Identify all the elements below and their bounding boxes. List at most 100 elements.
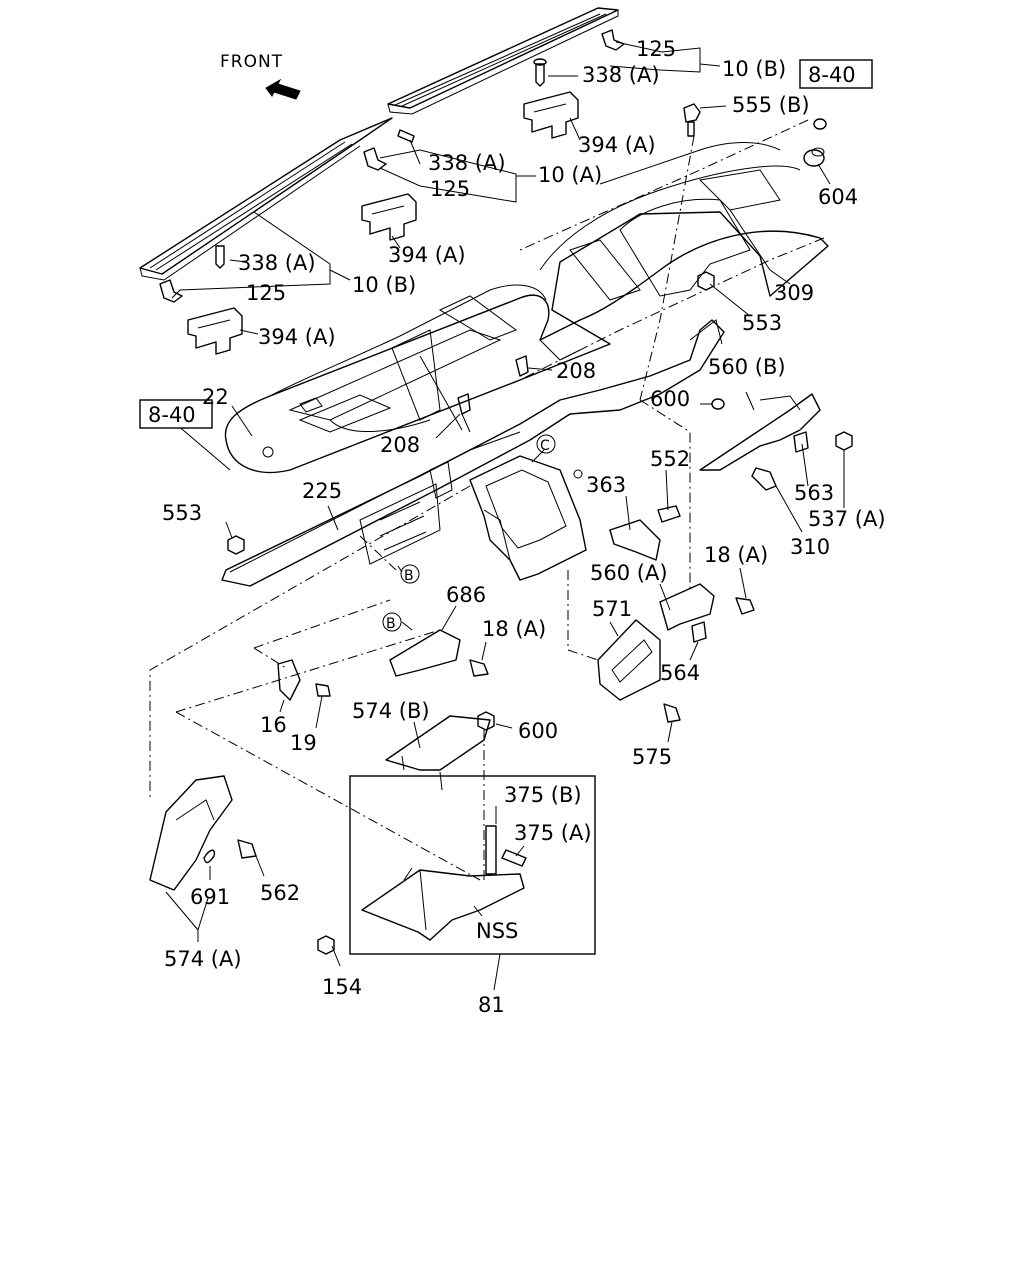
callout-label: 552: [650, 447, 690, 471]
circled-letter-B-left: B: [386, 616, 396, 632]
clip-564: [691, 621, 707, 643]
callout-label: 338 (A): [428, 151, 506, 175]
alignment-line-left-long: [149, 485, 471, 800]
callout-label: 686: [446, 583, 486, 607]
callout-label: 10 (A): [538, 163, 602, 187]
screw-338-upper: [533, 58, 547, 87]
clip-208-left: [457, 393, 471, 415]
reference-box-upper-label: 8-40: [808, 63, 856, 87]
retainer-394-middle: [361, 193, 417, 241]
nut-154: [317, 935, 335, 955]
bracket-560b: [699, 393, 821, 471]
callout-label: 574 (A): [164, 947, 242, 971]
callout-label: 571: [592, 597, 632, 621]
front-direction-arrow-icon: [265, 78, 301, 100]
pin-375b: [485, 825, 497, 875]
clip-125-lower: [159, 279, 183, 303]
callout-label: NSS: [476, 919, 518, 943]
alignment-line-center: [639, 135, 695, 401]
defroster-grille-lower: [139, 117, 393, 281]
callout-label: 225: [302, 479, 342, 503]
bolt-310: [751, 467, 777, 491]
bolt-555b: [683, 103, 701, 137]
callout-label: 338 (A): [238, 251, 316, 275]
alignment-line-16: [253, 599, 391, 669]
clip-208-right: [515, 355, 529, 377]
callout-labels: 125 338 (A) 10 (B) 555 (B) 394 (A) 338 (…: [162, 37, 886, 1017]
bracket-574a: [149, 775, 233, 891]
callout-label: 562: [260, 881, 300, 905]
instrument-panel-22: [224, 142, 829, 474]
clip-604: [803, 147, 825, 167]
retainer-394-upper: [523, 91, 579, 139]
alignment-line-upper: [519, 119, 809, 251]
callout-label: 125: [246, 281, 286, 305]
screw-575: [663, 703, 681, 723]
bracket-552: [609, 505, 681, 561]
alignment-line-81: [175, 711, 481, 881]
reference-box-upper[interactable]: 8-40: [799, 59, 873, 89]
bolt-18a-right: [735, 597, 755, 615]
bolt-19: [315, 683, 331, 697]
wire-clip-691: [203, 849, 216, 864]
callout-label: 563: [794, 481, 834, 505]
callout-label: 375 (B): [504, 783, 582, 807]
callout-label: 560 (B): [708, 355, 786, 379]
callout-label: 125: [636, 37, 676, 61]
circled-letter-B-icon: B: [400, 564, 420, 584]
screw-338-lower: [215, 245, 225, 269]
callout-label: 375 (A): [514, 821, 592, 845]
circled-letter-B-icon: B: [382, 612, 402, 632]
callout-label: 208: [380, 433, 420, 457]
callout-label: 560 (A): [590, 561, 668, 585]
bracket-560a: [659, 583, 715, 631]
callout-label: 309: [774, 281, 814, 305]
grommet-near-8-40: [813, 118, 827, 130]
callout-label: 19: [290, 731, 317, 755]
cross-member-225: [221, 319, 725, 587]
bracket-686: [389, 629, 461, 677]
callout-label: 555 (B): [732, 93, 810, 117]
callout-label: 600: [518, 719, 558, 743]
callout-label: 564: [660, 661, 700, 685]
alignment-line-right-down: [639, 399, 691, 590]
front-label: FRONT: [220, 52, 283, 72]
callout-label: 553: [742, 311, 782, 335]
callout-label: 574 (B): [352, 699, 430, 723]
duct-571: [597, 619, 661, 701]
callout-label: 310: [790, 535, 830, 559]
circled-letter-C: C: [540, 438, 550, 454]
callout-label: 338 (A): [582, 63, 660, 87]
washer-600-upper: [711, 398, 725, 410]
nut-537a: [835, 431, 853, 451]
callout-label: 18 (A): [704, 543, 768, 567]
bracket-363: [469, 455, 587, 581]
callout-label: 81: [478, 993, 505, 1017]
callout-label: 10 (B): [722, 57, 786, 81]
circled-letter-B-right: B: [404, 568, 414, 584]
retainer-394-lower: [187, 307, 243, 355]
callout-label: 208: [556, 359, 596, 383]
callout-label: 16: [260, 713, 287, 737]
bolt-562: [237, 839, 257, 859]
circled-letter-C-icon: C: [536, 434, 556, 454]
defroster-grille-upper: [387, 7, 619, 115]
callout-label: 600: [650, 387, 690, 411]
callout-label: 18 (A): [482, 617, 546, 641]
callout-label: 125: [430, 177, 470, 201]
alignment-line-clip-b: [359, 535, 397, 571]
pin-375a: [501, 849, 527, 867]
callout-label: 10 (B): [352, 273, 416, 297]
callout-label: 537 (A): [808, 507, 886, 531]
reference-box-lower[interactable]: 8-40: [139, 399, 213, 429]
bolt-18a-left: [469, 659, 489, 677]
nut-600-lower: [477, 711, 495, 731]
callout-label: 394 (A): [578, 133, 656, 157]
nut-553-lower: [227, 535, 245, 555]
callout-label: 553: [162, 501, 202, 525]
callout-label: 604: [818, 185, 858, 209]
bracket-81: [361, 867, 525, 941]
callout-label: 22: [202, 385, 229, 409]
clip-125-middle: [363, 147, 387, 171]
